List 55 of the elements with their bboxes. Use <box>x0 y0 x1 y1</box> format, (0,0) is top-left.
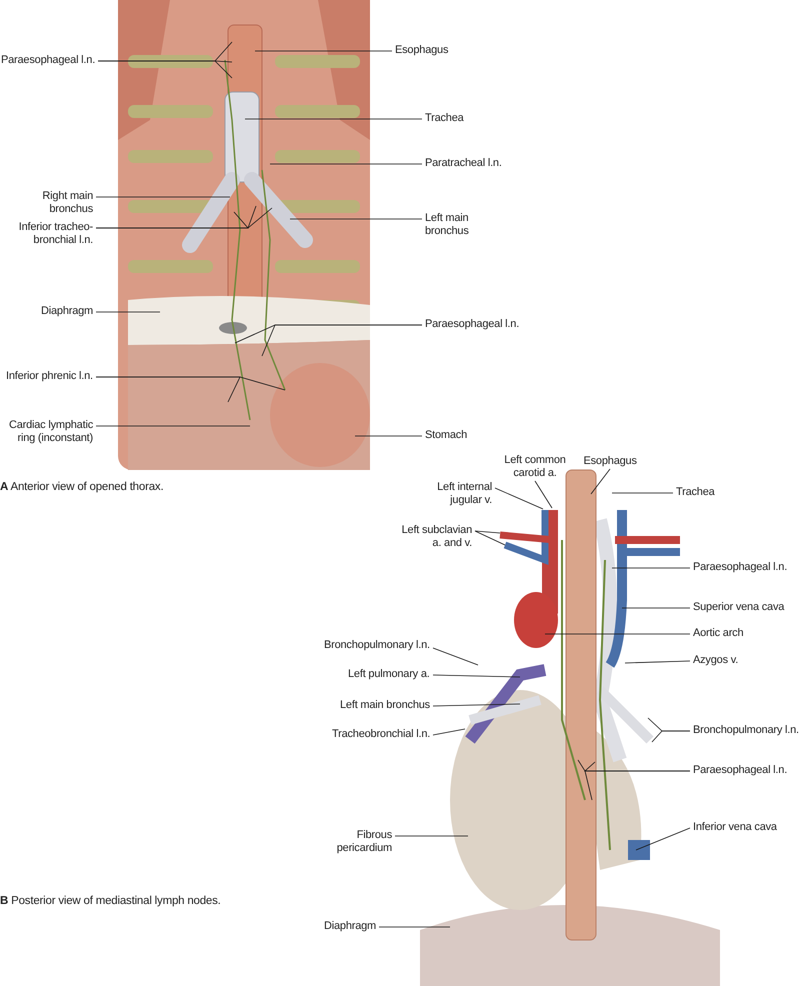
leader-line <box>96 376 286 390</box>
part-label: Esophagus <box>395 44 448 57</box>
part-label: Bronchopulmonary l.n. <box>693 724 799 737</box>
part-label: Left common carotid a. <box>497 454 573 480</box>
leader-line <box>474 530 506 546</box>
leader-line <box>432 728 466 736</box>
part-label: Aortic arch <box>693 627 744 640</box>
figure-caption: A Anterior view of opened thorax. <box>0 481 164 493</box>
leader-line <box>652 730 690 742</box>
leader-line <box>290 218 422 220</box>
part-label: Left pulmonary a. <box>348 668 430 681</box>
leader-line <box>432 704 520 706</box>
part-label: Tracheobronchial l.n. <box>332 728 430 741</box>
part-label: Paraesophageal l.n. <box>693 561 788 574</box>
part-label: Inferior phrenic l.n. <box>6 370 93 383</box>
part-label: Fibrous pericardium <box>324 829 392 855</box>
part-label: Left main bronchus <box>340 699 430 712</box>
part-label: Left main bronchus <box>425 212 489 238</box>
part-label: Superior vena cava <box>693 601 784 614</box>
part-label: Azygos v. <box>693 654 738 667</box>
part-label: Diaphragm <box>41 305 94 318</box>
part-label: Cardiac lymphatic ring (inconstant) <box>0 419 93 445</box>
figure-caption: B Posterior view of mediastinal lymph nodes. <box>0 895 221 907</box>
part-label: Diaphragm <box>324 920 376 933</box>
part-label: Trachea <box>676 486 715 499</box>
part-label: Trachea <box>425 112 464 125</box>
part-label: Left internal jugular v. <box>418 481 492 507</box>
part-label: Esophagus <box>584 455 637 468</box>
part-label: Paraesophageal l.n. <box>425 318 520 331</box>
leader-line <box>590 468 610 494</box>
leader-line <box>378 926 450 928</box>
part-label: Paraesophageal l.n. <box>1 54 96 67</box>
part-label: Left subclavian a. and v. <box>392 524 472 550</box>
leader-line <box>624 660 690 664</box>
leader-line <box>636 828 690 850</box>
leader-line <box>432 674 520 678</box>
leader-line <box>612 492 674 494</box>
part-label: Inferior tracheo- bronchial l.n. <box>0 221 93 247</box>
leader-line <box>584 770 690 800</box>
leader-line <box>254 50 392 52</box>
part-label: Right main bronchus <box>27 190 93 216</box>
leader-line <box>534 480 552 508</box>
leader-line <box>432 648 478 666</box>
leader-line <box>96 196 230 198</box>
leader-line <box>244 118 422 120</box>
part-label: Inferior vena cava <box>693 821 777 834</box>
part-label: Bronchopulmonary l.n. <box>324 639 430 652</box>
part-label: Paratracheal l.n. <box>425 157 502 170</box>
part-label: Stomach <box>425 429 468 442</box>
leader-line <box>262 324 422 356</box>
leader-line <box>474 530 500 534</box>
leader-line <box>494 488 544 510</box>
leader-line <box>96 208 272 228</box>
leader-line <box>98 60 232 78</box>
part-label: Paraesophageal l.n. <box>693 764 788 777</box>
